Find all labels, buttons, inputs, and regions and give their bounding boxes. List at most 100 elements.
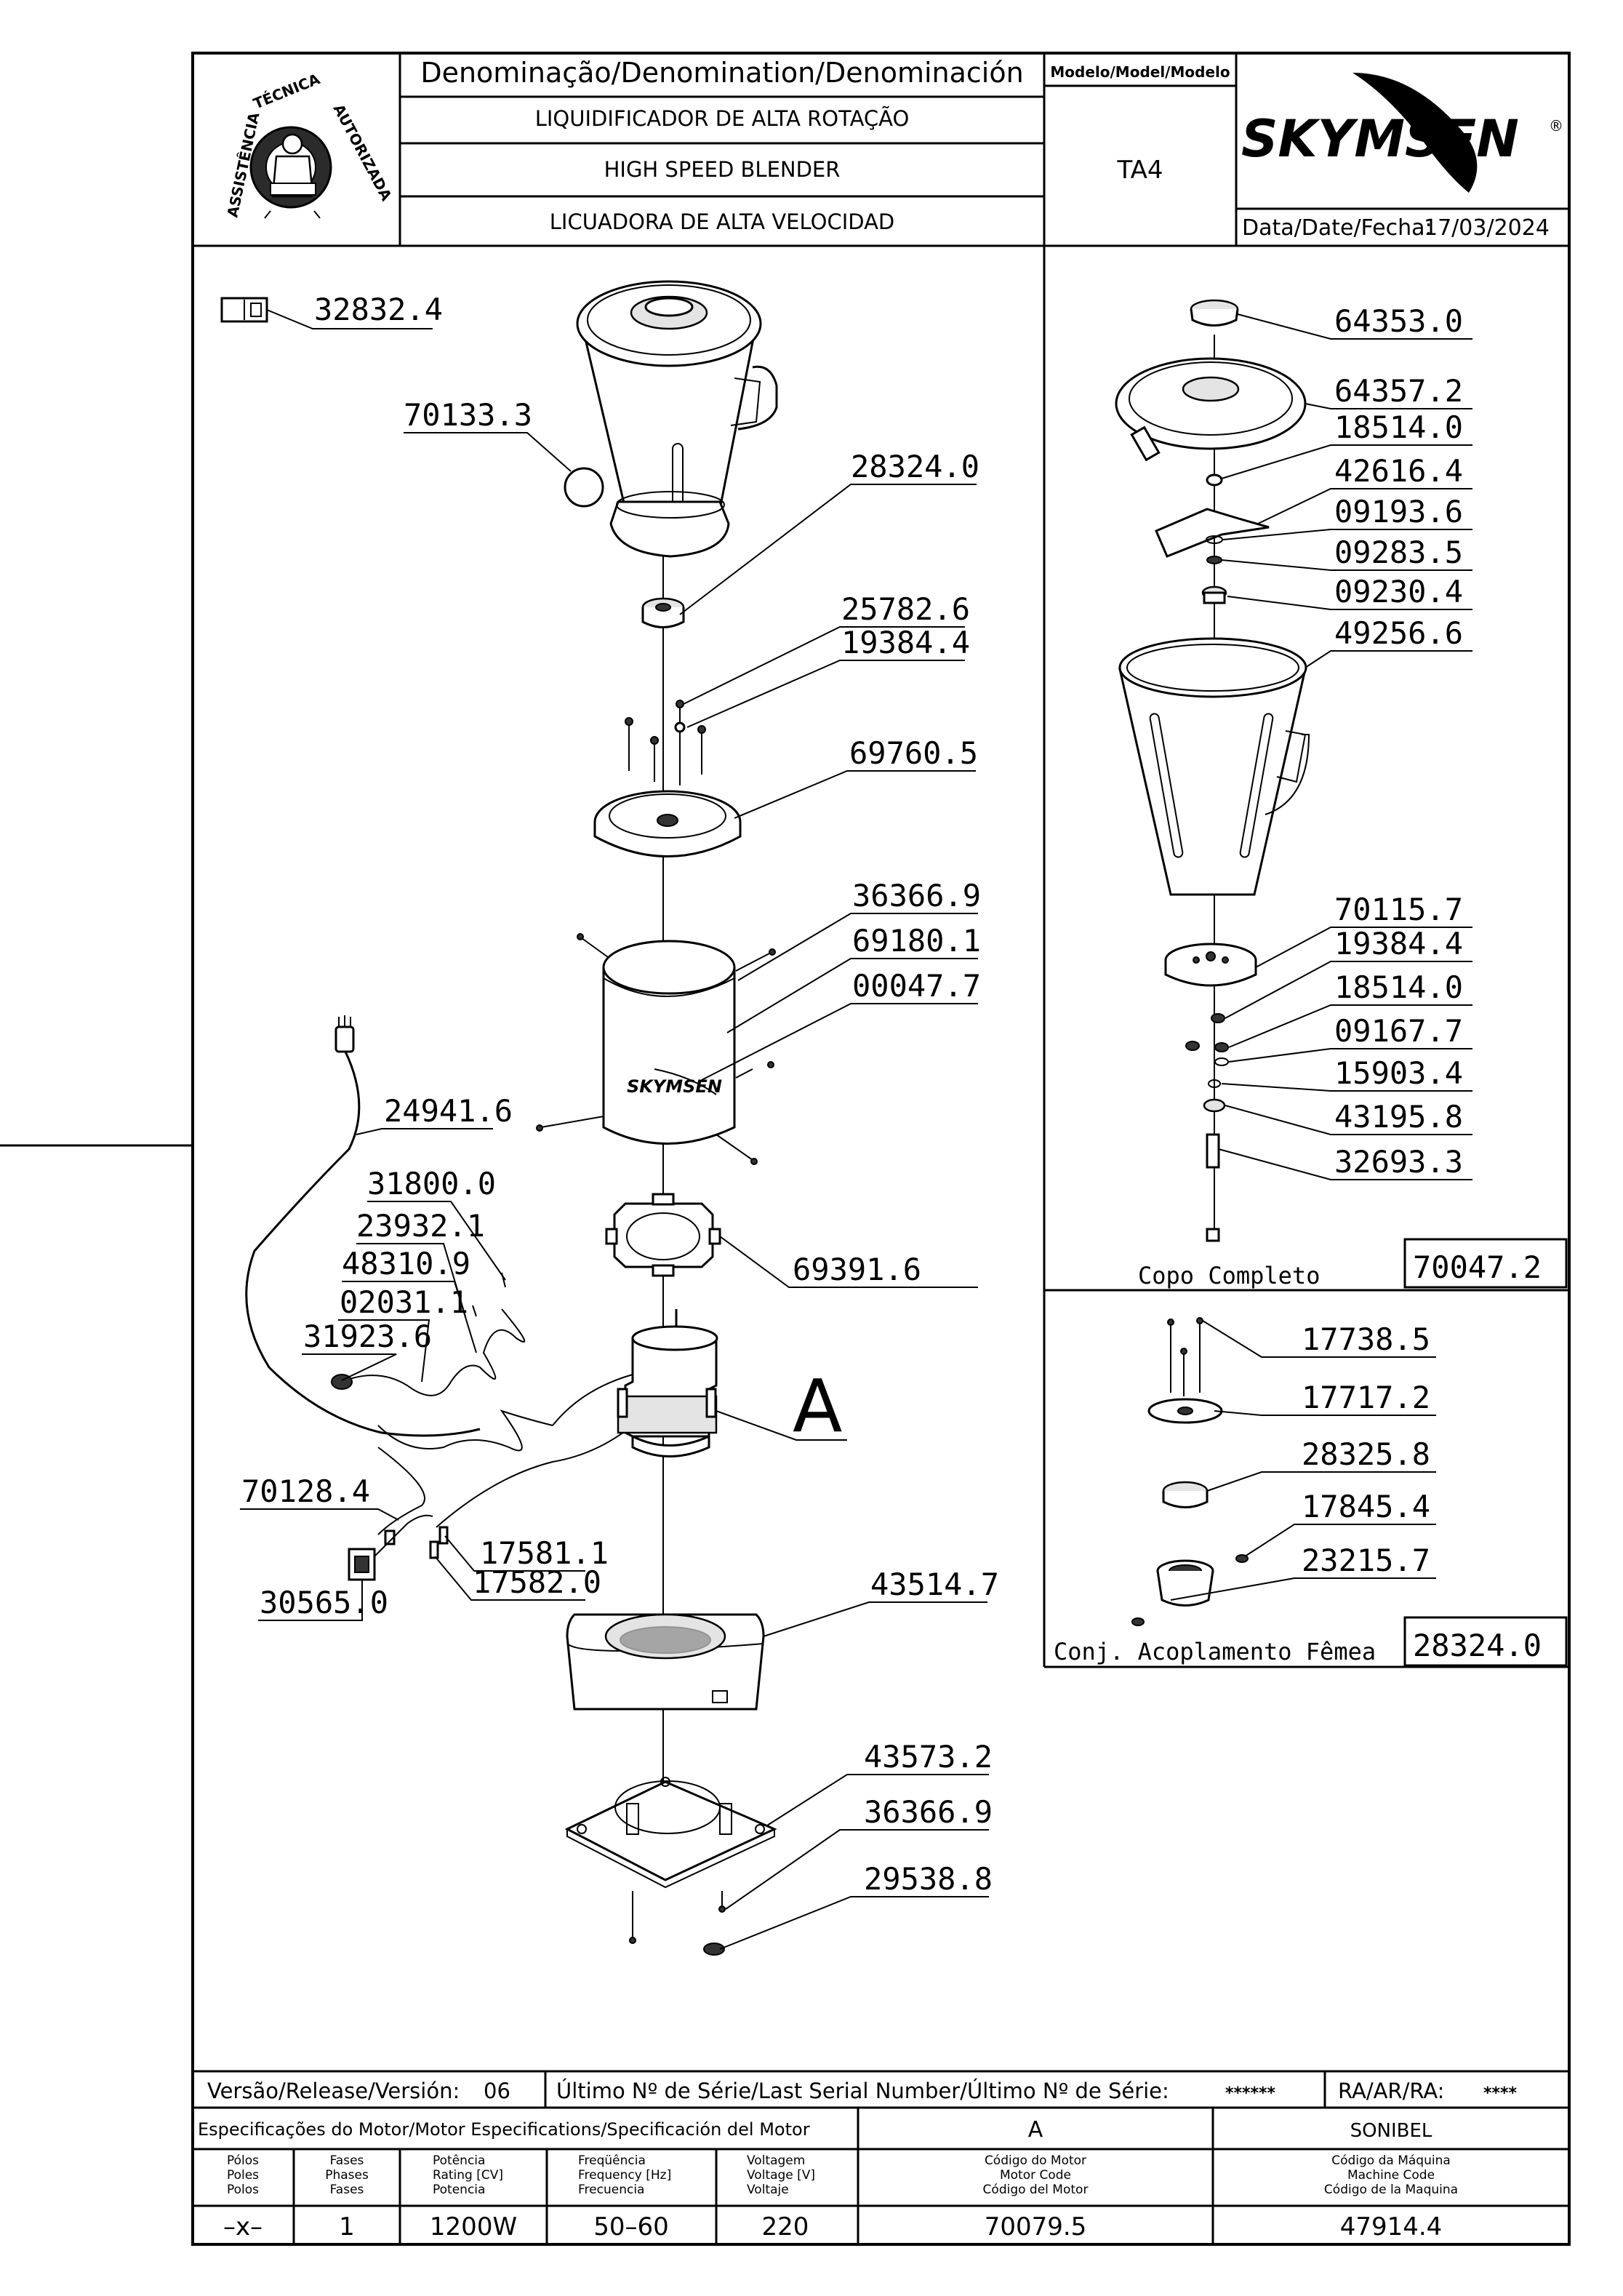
part-label-43514: 43514.7 — [870, 1567, 999, 1602]
part-label-28325: 28325.8 — [1302, 1436, 1430, 1472]
motor-code-value: 70079.5 — [985, 2212, 1087, 2241]
model-value: TA4 — [1116, 156, 1163, 185]
female-coupling-set-code: 28324.0 — [1413, 1628, 1542, 1663]
part-label-43195: 43195.8 — [1334, 1099, 1463, 1135]
part-label-32832: 32832.4 — [314, 292, 443, 327]
footer-col-freq-0-text: Freqüência — [578, 2153, 646, 2168]
date-label: Data/Date/Fecha: — [1242, 215, 1432, 241]
cup-complete-code-box — [1403, 1238, 1568, 1289]
footer-col-machine-code-0-text: Código da Máquina — [1331, 2153, 1451, 2168]
part-label-00047: 00047.7 — [852, 968, 981, 1004]
cup-complete-label: Copo Completo — [1138, 1262, 1320, 1289]
part-label-09193: 09193.6 — [1334, 494, 1463, 529]
part-label-23932: 23932.1 — [356, 1208, 485, 1244]
footer-col-machine-code-2-text: Código de la Maquina — [1324, 2183, 1458, 2197]
sheet-frame — [0, 52, 1571, 2246]
part-label-24941: 24941.6 — [384, 1093, 513, 1129]
top-plate-screws — [625, 700, 706, 785]
motor-callout-letter: A — [793, 1364, 842, 1449]
part-label-70115: 70115.7 — [1334, 892, 1463, 927]
name-portuguese: LIQUIDIFICADOR DE ALTA ROTAÇÃO — [535, 106, 910, 131]
motor-manufacturer: SONIBEL — [1350, 2120, 1432, 2142]
footer-col-machine-code-1-text: Machine Code — [1347, 2168, 1435, 2183]
part-label-49256: 49256.6 — [1334, 615, 1463, 651]
main-exploded-view: 32832.4 70133.3 28324.0 — [220, 280, 999, 1956]
voltage-value: 220 — [762, 2212, 809, 2241]
footer-col-poles-0-text: Pólos — [227, 2153, 259, 2168]
part-label-69760: 69760.5 — [849, 735, 978, 771]
part-label-31800: 31800.0 — [367, 1166, 496, 1201]
lid-drawing — [1115, 357, 1307, 462]
part-label-31923: 31923.6 — [303, 1319, 432, 1354]
female-coupling-drawing — [1131, 1317, 1249, 1626]
part-label-69180: 69180.1 — [852, 923, 981, 959]
lid-cap-drawing — [1190, 299, 1239, 327]
female-coupling-code-box — [1403, 1616, 1568, 1667]
footer-col-voltage-0-text: Voltagem — [747, 2153, 805, 2168]
part-label-36366-a: 36366.9 — [852, 878, 981, 913]
part-label-42616: 42616.4 — [1334, 453, 1463, 489]
seal-text-top: TÉCNICA — [251, 70, 323, 113]
footer-col-power-1-text: Rating [CV] — [433, 2168, 503, 2183]
title-block: ASSISTÊNCIA TÉCNICA AUTORIZADA Denominaç… — [193, 53, 1569, 1290]
footer-col-poles-2-text: Polos — [227, 2183, 259, 2197]
part-label-17581: 17581.1 — [480, 1535, 609, 1571]
part-label-17582: 17582.0 — [473, 1564, 601, 1600]
part-label-18514-b: 18514.0 — [1334, 969, 1463, 1005]
part-label-70133: 70133.3 — [404, 397, 532, 433]
cup-complete-code: 70047.2 — [1413, 1249, 1542, 1285]
part-label-69391: 69391.6 — [793, 1252, 921, 1287]
part-label-15903: 15903.4 — [1334, 1055, 1463, 1091]
registered-mark: ® — [1549, 117, 1563, 135]
shaft-parts-drawing — [1185, 1013, 1229, 1242]
cup-assembly-view: 64353.0 64357.2 18514.0 42616.4 09193.6 … — [1044, 299, 1569, 1292]
model-label: Modelo/Model/Modelo — [1050, 63, 1230, 81]
part-label-28324: 28324.0 — [851, 449, 979, 484]
connectors-drawing — [429, 1526, 449, 1559]
part-label-43573: 43573.2 — [864, 1739, 993, 1775]
footer-col-freq-2-text: Frecuencia — [578, 2183, 644, 2197]
footer-col-voltage-1-text: Voltage [V] — [747, 2168, 815, 2183]
footer-col-freq-1-text: Frequency [Hz] — [578, 2168, 671, 2183]
brand-name: SKYMSEN — [1241, 109, 1519, 169]
column-headers: Pólos Poles Polos Fases Phases Fases Pot… — [227, 2153, 1458, 2197]
part-label-64353: 64353.0 — [1334, 303, 1463, 339]
part-label-32693: 32693.3 — [1334, 1144, 1463, 1180]
version-label: Versão/Release/Versión: — [207, 2079, 460, 2103]
denomination-label: Denominação/Denomination/Denominación — [420, 57, 1023, 89]
part-label-36366-b: 36366.9 — [864, 1794, 993, 1830]
machine-code-value: 47914.4 — [1340, 2212, 1443, 2241]
bottom-cover-drawing — [564, 1777, 777, 1889]
jar-callout-circle — [564, 467, 604, 508]
footer-col-phases-0-text: Fases — [330, 2153, 364, 2168]
female-coupling-set-label: Conj. Acoplamento Fêmea — [1054, 1638, 1376, 1665]
part-label-17738: 17738.5 — [1302, 1321, 1430, 1357]
part-label-19384-a: 19384.4 — [841, 625, 970, 660]
part-label-30565: 30565.0 — [260, 1585, 388, 1620]
part-label-09283: 09283.5 — [1334, 535, 1463, 570]
footer-col-motor-code-0-text: Código do Motor — [985, 2153, 1086, 2168]
part-label-29538: 29538.8 — [864, 1861, 993, 1897]
motor-housing-drawing: SKYMSEN — [536, 933, 776, 1165]
footer-col-motor-code-2-text: Código del Motor — [983, 2183, 1089, 2197]
male-coupling-drawing — [641, 597, 685, 628]
part-label-70128: 70128.4 — [241, 1473, 370, 1509]
last-serial-label: Último Nº de Série/Last Serial Number/Úl… — [556, 2079, 1169, 2103]
cup-base-drawing — [1164, 943, 1257, 987]
part-label-25782: 25782.6 — [841, 591, 970, 627]
manual-book-icon — [220, 297, 268, 323]
ra-label: RA/AR/RA: — [1338, 2079, 1444, 2103]
last-serial-value: ****** — [1225, 2084, 1276, 2103]
part-label-09167: 09167.7 — [1334, 1013, 1463, 1049]
skymsen-logo: SKYMSEN ® — [1241, 73, 1563, 193]
feet-and-screws-drawing — [629, 1891, 726, 1956]
cup-body-drawing — [1118, 637, 1310, 896]
part-label-17845: 17845.4 — [1302, 1489, 1430, 1524]
phases-value: 1 — [339, 2212, 355, 2241]
seal-text-right: AUTORIZADA — [330, 101, 396, 204]
part-label-23215: 23215.7 — [1302, 1543, 1430, 1578]
blender-jar-drawing — [576, 280, 778, 558]
poles-value: –x– — [223, 2212, 263, 2241]
footer-col-power-0-text: Potência — [433, 2153, 485, 2168]
